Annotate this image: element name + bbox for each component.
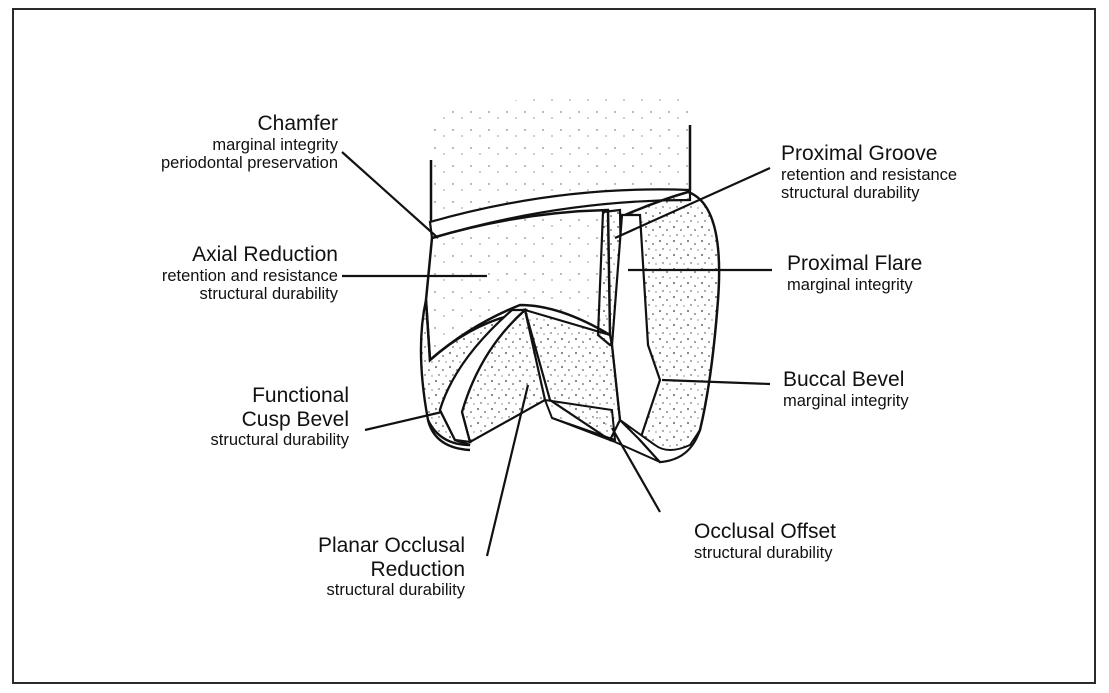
label-proximal-flare: Proximal Flare marginal integrity [787,252,922,294]
label-functional-cusp-bevel-sub: structural durability [211,431,349,449]
label-planar-occlusal-reduction-title-2: Reduction [318,558,465,582]
label-axial-reduction-sub-2: structural durability [162,285,338,303]
label-proximal-flare-sub: marginal integrity [787,276,922,294]
label-proximal-flare-title: Proximal Flare [787,252,922,276]
label-occlusal-offset-title: Occlusal Offset [694,520,836,544]
label-proximal-groove-title: Proximal Groove [781,142,957,166]
label-chamfer-sub-1: marginal integrity [161,136,338,154]
label-planar-occlusal-reduction-title-1: Planar Occlusal [318,534,465,558]
label-proximal-groove-sub-1: retention and resistance [781,166,957,184]
label-occlusal-offset-sub: structural durability [694,544,836,562]
label-buccal-bevel: Buccal Bevel marginal integrity [783,368,909,410]
label-chamfer: Chamfer marginal integrity periodontal p… [161,112,338,172]
label-axial-reduction-title: Axial Reduction [162,243,338,267]
label-proximal-groove-sub-2: structural durability [781,184,957,202]
label-functional-cusp-bevel: Functional Cusp Bevel structural durabil… [211,384,349,450]
label-axial-reduction: Axial Reduction retention and resistance… [162,243,338,303]
label-functional-cusp-bevel-title-2: Cusp Bevel [211,408,349,432]
label-chamfer-sub-2: periodontal preservation [161,154,338,172]
label-chamfer-title: Chamfer [161,112,338,136]
label-buccal-bevel-sub: marginal integrity [783,392,909,410]
label-functional-cusp-bevel-title-1: Functional [211,384,349,408]
label-planar-occlusal-reduction-sub: structural durability [318,581,465,599]
leader-chamfer [342,152,438,238]
label-planar-occlusal-reduction: Planar Occlusal Reduction structural dur… [318,534,465,600]
label-occlusal-offset: Occlusal Offset structural durability [694,520,836,562]
label-buccal-bevel-title: Buccal Bevel [783,368,909,392]
label-axial-reduction-sub-1: retention and resistance [162,267,338,285]
label-proximal-groove: Proximal Groove retention and resistance… [781,142,957,202]
